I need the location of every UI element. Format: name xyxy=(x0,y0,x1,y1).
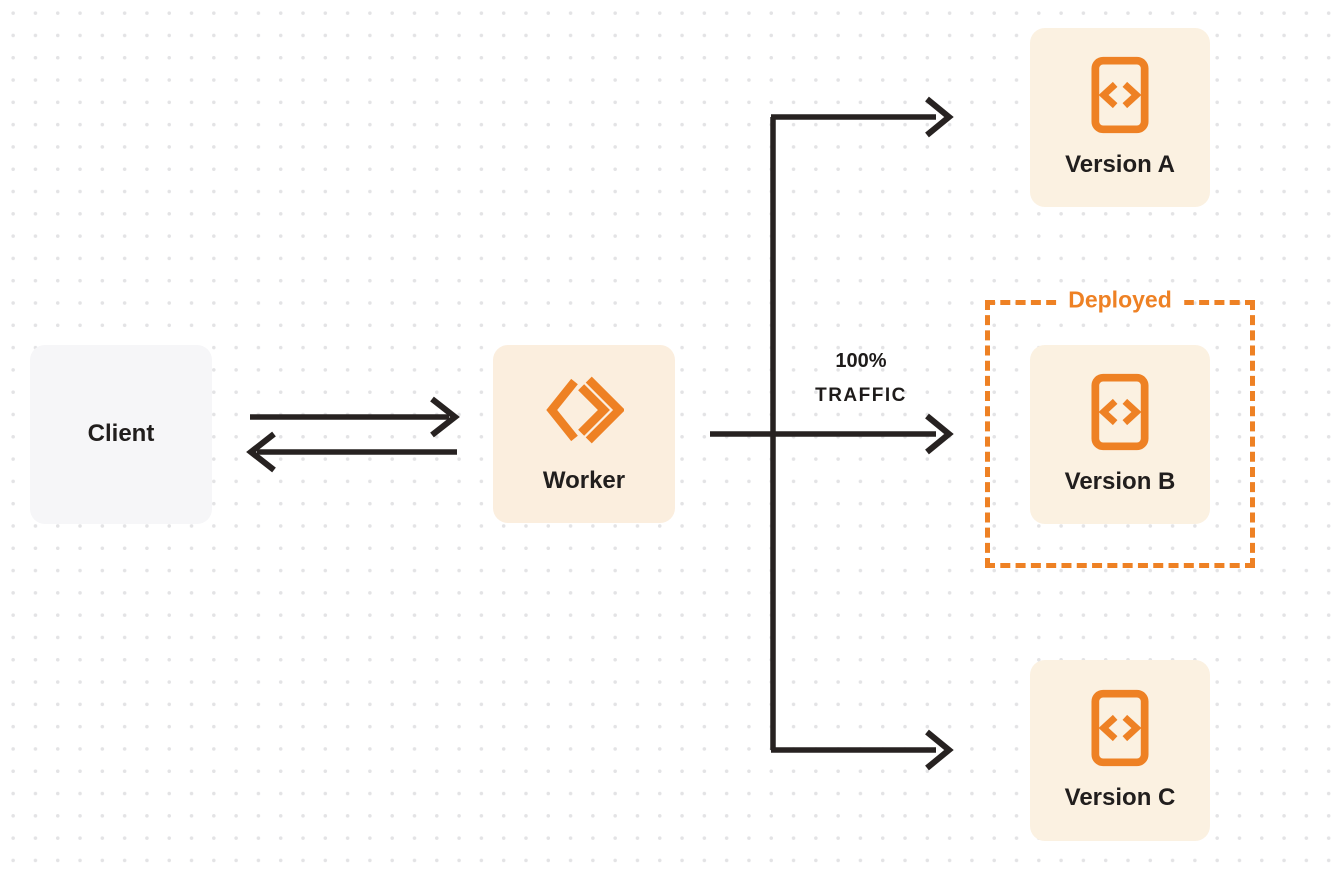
version-a-node: Version A xyxy=(1030,28,1210,207)
client-node-label: Client xyxy=(87,420,155,448)
cloudflare-workers-logo-icon xyxy=(544,373,626,452)
code-file-icon xyxy=(1091,373,1149,456)
version-c-node-label: Version C xyxy=(1064,784,1176,812)
worker-node: Worker xyxy=(493,345,675,523)
client-node: Client xyxy=(30,345,212,524)
version-a-node-label: Version A xyxy=(1065,151,1175,179)
arrow-to-version-a xyxy=(771,96,954,138)
request-arrow xyxy=(250,396,460,438)
traffic-annotation: 100% TRAFFIC xyxy=(775,350,947,407)
traffic-percent-text: 100% xyxy=(835,350,887,372)
version-b-node-label: Version B xyxy=(1064,468,1176,496)
response-arrow xyxy=(246,431,457,473)
arrow-to-version-c xyxy=(771,729,954,771)
code-file-icon xyxy=(1091,689,1149,772)
version-c-node: Version C xyxy=(1030,660,1210,841)
arrow-to-version-b xyxy=(710,413,954,455)
traffic-word-text: TRAFFIC xyxy=(815,385,907,406)
worker-node-label: Worker xyxy=(542,467,626,495)
code-file-icon xyxy=(1091,56,1149,139)
version-b-node: Version B xyxy=(1030,345,1210,524)
deployed-group-label: Deployed xyxy=(1056,286,1184,314)
